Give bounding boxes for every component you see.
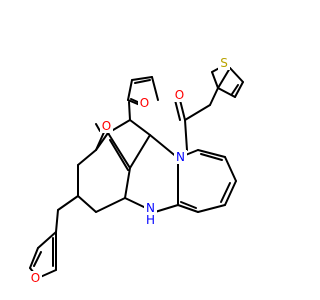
- bond-48: [37, 231, 57, 249]
- bond-31: [220, 182, 231, 203]
- label-bg-h-amine: [144, 214, 157, 226]
- bond-24: [197, 149, 226, 158]
- bond-39: [217, 67, 231, 89]
- bond-2: [127, 79, 133, 101]
- label-bg-o-furan-bottom: [29, 271, 42, 285]
- atom-n-amine: N: [146, 201, 155, 215]
- bond-53: [33, 251, 42, 267]
- bond-40: [211, 71, 219, 89]
- bond-38: [209, 87, 219, 106]
- bond-43: [234, 81, 244, 98]
- label-bg-n-amine: [144, 202, 157, 214]
- label-bg-n-amide: [174, 150, 187, 164]
- bond-4: [134, 79, 151, 84]
- atom-label-layer: O O S O N O N H: [29, 56, 230, 285]
- bond-22: [124, 197, 147, 209]
- bond-0: [131, 76, 153, 81]
- bond-layer: [29, 64, 244, 279]
- bond-25: [224, 156, 237, 182]
- atom-o-furan-top: O: [140, 96, 149, 110]
- bond-28: [177, 204, 199, 213]
- bond-46: [57, 195, 79, 211]
- atom-h-amine: H: [146, 213, 155, 227]
- bond-35: [179, 99, 186, 121]
- bond-1: [151, 76, 159, 101]
- bond-13: [77, 149, 97, 166]
- bond-45: [231, 84, 239, 95]
- bond-30: [200, 153, 223, 161]
- bond-34: [184, 119, 188, 151]
- bond-17: [124, 167, 131, 199]
- bond-33: [154, 204, 179, 213]
- molecule-structure: O O S O N O N H: [29, 56, 244, 285]
- atom-o-ketone-left: O: [102, 119, 111, 133]
- bond-18: [107, 132, 131, 169]
- bond-36: [174, 99, 181, 121]
- bond-26: [224, 180, 237, 206]
- bond-47: [55, 209, 59, 233]
- atom-n-amide: N: [176, 150, 185, 164]
- bond-37: [184, 104, 211, 121]
- bond-19: [109, 139, 129, 171]
- bond-44: [217, 87, 236, 98]
- bond-8: [129, 119, 151, 136]
- bond-27: [197, 204, 226, 213]
- bond-21: [149, 134, 179, 159]
- label-bg-o-furan-top: [138, 96, 151, 110]
- atom-o-ketone-right: O: [175, 88, 184, 102]
- bond-49: [29, 247, 39, 269]
- label-bg-o-ketone-right: [173, 88, 186, 102]
- label-bg-o-ketone-left: [100, 119, 113, 133]
- bond-16: [95, 197, 126, 213]
- bond-32: [180, 201, 197, 209]
- bond-42: [229, 67, 244, 83]
- label-bg-s-thiophene: [218, 56, 230, 70]
- bond-6: [128, 101, 131, 121]
- atom-o-furan-bottom: O: [31, 271, 40, 285]
- bond-15: [77, 195, 97, 213]
- bond-12: [95, 132, 109, 151]
- bond-20: [129, 134, 151, 169]
- atom-s-thiophene: S: [220, 56, 228, 70]
- bond-11: [95, 123, 101, 132]
